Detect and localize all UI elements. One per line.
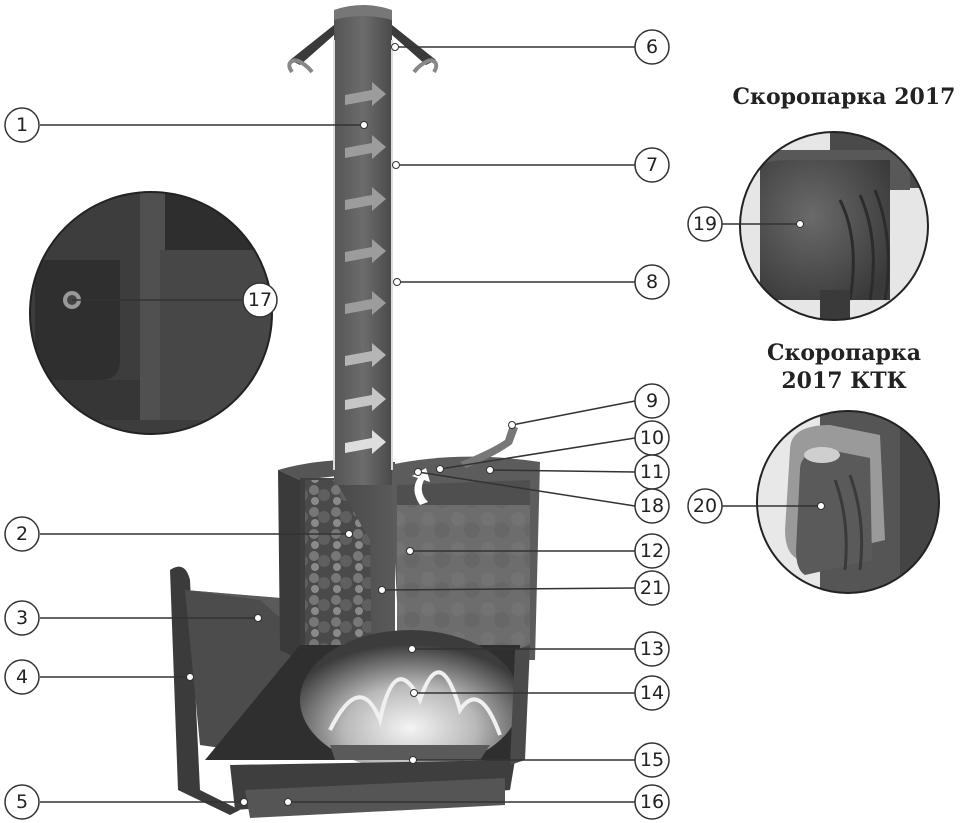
callout-marker-6: 6 [634, 29, 670, 65]
svg-text:1: 1 [16, 114, 28, 136]
chimney [287, 5, 439, 485]
svg-text:8: 8 [646, 271, 658, 293]
callout-lines [40, 46, 821, 803]
svg-text:20: 20 [693, 495, 717, 517]
callout-marker-7: 7 [634, 147, 670, 183]
caption-model-2017-ktk-line1: Скоропарка [766, 340, 921, 366]
callout-marker-19: 19 [687, 206, 723, 242]
callout-marker-2: 2 [4, 516, 40, 552]
svg-text:12: 12 [640, 540, 664, 562]
callout-marker-11: 11 [634, 454, 670, 490]
svg-text:4: 4 [16, 666, 28, 688]
detail-lens-2017-border [739, 131, 929, 321]
callout-marker-12: 12 [634, 533, 670, 569]
stove-body [170, 456, 540, 818]
callout-marker-1: 1 [4, 107, 40, 143]
flow-arrows [345, 82, 430, 505]
svg-text:17: 17 [248, 289, 272, 311]
svg-text:7: 7 [646, 154, 658, 176]
callout-marker-16: 16 [634, 784, 670, 820]
callout-marker-17: 17 [242, 282, 278, 318]
callout-marker-5: 5 [4, 784, 40, 820]
callout-marker-14: 14 [634, 675, 670, 711]
svg-text:11: 11 [640, 461, 664, 483]
water-tap [460, 425, 518, 468]
callout-marker-10: 10 [634, 420, 670, 456]
detail-lens-2017-ktk [757, 411, 939, 593]
callout-marker-9: 9 [634, 383, 670, 419]
svg-text:15: 15 [640, 749, 664, 771]
svg-text:14: 14 [640, 682, 664, 704]
svg-text:16: 16 [640, 791, 664, 813]
svg-text:21: 21 [640, 577, 664, 599]
callout-marker-3: 3 [4, 600, 40, 636]
svg-text:5: 5 [16, 791, 28, 813]
svg-text:6: 6 [646, 36, 658, 58]
svg-text:18: 18 [640, 495, 664, 517]
svg-text:3: 3 [16, 607, 28, 629]
callout-marker-15: 15 [634, 742, 670, 778]
callout-marker-20: 20 [687, 488, 723, 524]
caption-model-2017-ktk-line2: 2017 КТК [781, 368, 907, 394]
svg-text:13: 13 [640, 638, 664, 660]
svg-text:9: 9 [646, 390, 658, 412]
svg-text:10: 10 [640, 427, 664, 449]
detail-lens-2017-ktk-border [756, 410, 940, 594]
callout-marker-8: 8 [634, 264, 670, 300]
callout-marker-18: 18 [634, 488, 670, 524]
callout-dots [186, 43, 825, 806]
caption-model-2017: Скоропарка 2017 [732, 84, 956, 110]
callout-marker-21: 21 [634, 570, 670, 606]
svg-text:2: 2 [16, 523, 28, 545]
callout-marker-4: 4 [4, 659, 40, 695]
svg-text:19: 19 [693, 213, 717, 235]
detail-lens-2017 [740, 132, 928, 320]
callout-marker-13: 13 [634, 631, 670, 667]
detail-lens-left [30, 192, 272, 434]
